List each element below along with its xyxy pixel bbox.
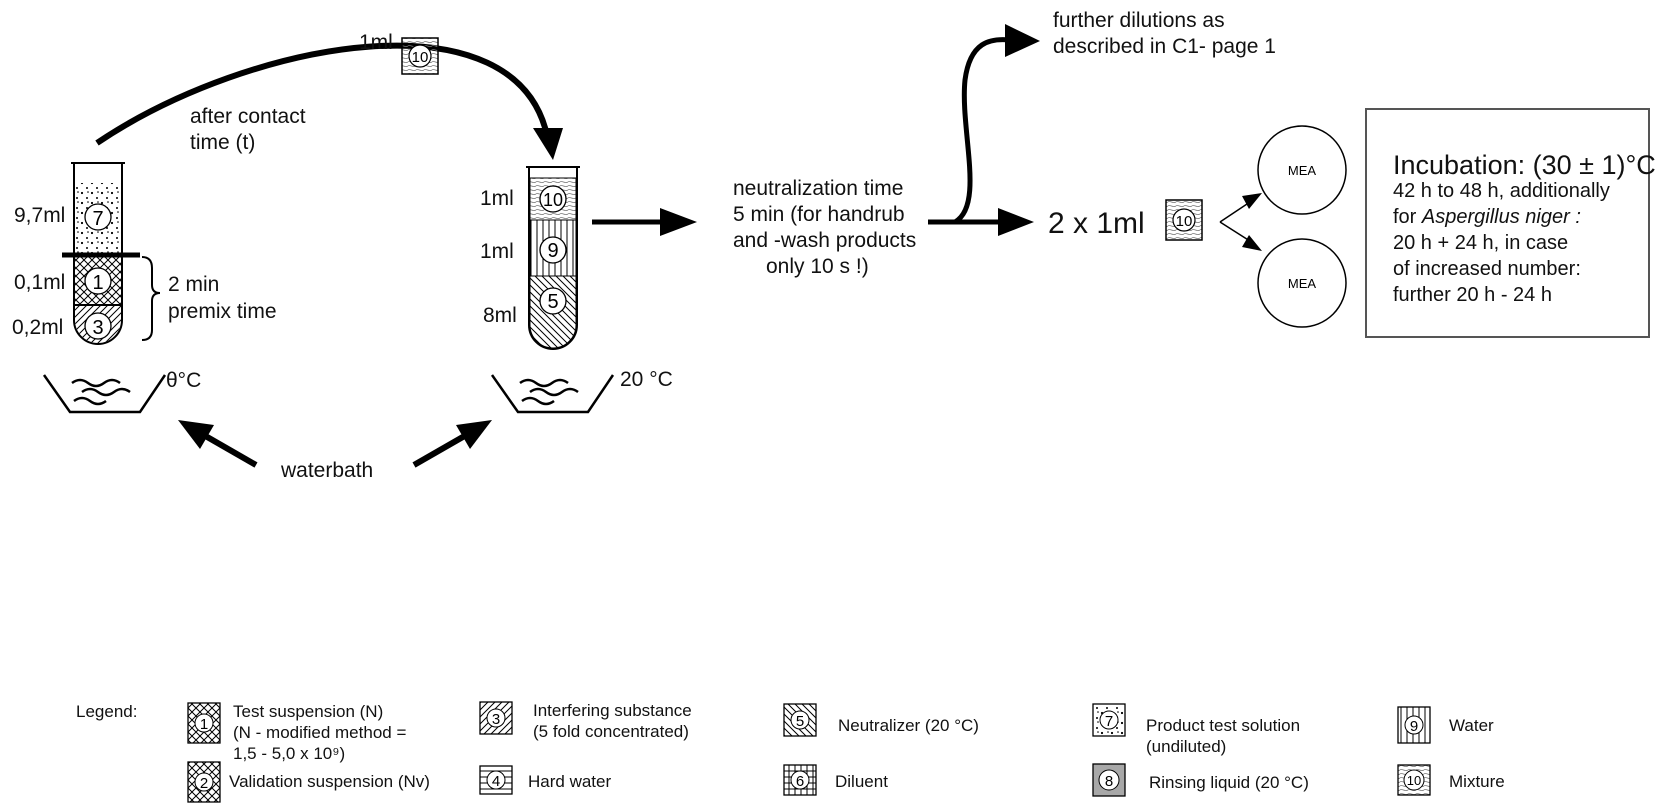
svg-text:1: 1 xyxy=(92,272,103,294)
arrow-to-plating xyxy=(928,208,1034,236)
neutralization-line-1: neutralization time xyxy=(733,177,904,200)
svg-text:10: 10 xyxy=(1407,773,1421,788)
middle-volume-2: 1ml xyxy=(480,240,514,263)
left-waterbath xyxy=(42,374,167,414)
svg-text:7: 7 xyxy=(92,208,103,230)
legend-7-line-2: (undiluted) xyxy=(1146,737,1227,756)
further-dilutions-line-2: described in C1- page 1 xyxy=(1053,35,1276,58)
left-volume-1: 9,7ml xyxy=(14,204,66,227)
middle-tube-item-10: 10 xyxy=(539,185,567,213)
svg-text:5: 5 xyxy=(796,713,804,730)
legend-3-line-1: Interfering substance xyxy=(533,701,692,720)
mixture-symbol-top: 10 xyxy=(401,37,439,75)
legend-6-line-1: Diluent xyxy=(835,772,888,791)
mea-label-2: MEA xyxy=(1288,276,1317,291)
left-volume-2: 0,1ml xyxy=(14,271,66,294)
svg-text:7: 7 xyxy=(1105,713,1113,730)
left-tube-item-3: 3 xyxy=(84,312,112,340)
legend-9-line-1: Water xyxy=(1449,716,1494,735)
legend-1-line-1: Test suspension (N) xyxy=(233,702,384,721)
legend-4-line-1: Hard water xyxy=(528,772,612,791)
incubation-line-1: Incubation: (30 ± 1)°C xyxy=(1393,150,1656,180)
middle-tube-item-5: 5 xyxy=(539,287,567,315)
legend-1-line-3: 1,5 - 5,0 x 10⁹) xyxy=(233,744,346,763)
left-temperature: θ°C xyxy=(166,369,202,392)
legend-10-line-1: Mixture xyxy=(1449,772,1505,791)
legend-symbol-9: 9 xyxy=(1397,706,1431,744)
legend-symbol-8: 8 xyxy=(1092,763,1126,797)
left-tube-item-7: 7 xyxy=(84,203,112,231)
legend-1-line-2: (N - modified method = xyxy=(233,723,407,742)
legend-symbol-5: 5 xyxy=(783,703,817,737)
incubation-line-2: 42 h to 48 h, additionally xyxy=(1393,180,1610,202)
legend-8-line-1: Rinsing liquid (20 °C) xyxy=(1149,773,1309,792)
legend-5-line-1: Neutralizer (20 °C) xyxy=(838,716,979,735)
waterbath-arrows xyxy=(178,420,492,468)
legend-symbol-3: 3 xyxy=(479,701,513,735)
incubation-line-4: 20 h + 24 h, in case xyxy=(1393,232,1569,254)
plating-text: 2 x 1ml xyxy=(1048,207,1145,240)
middle-tube-item-9: 9 xyxy=(539,236,567,264)
legend-symbol-10: 10 xyxy=(1397,764,1431,796)
legend-3-line-2: (5 fold concentrated) xyxy=(533,722,689,741)
mea-label-1: MEA xyxy=(1288,163,1317,178)
middle-volume-1: 1ml xyxy=(480,187,514,210)
waterbath-label: waterbath xyxy=(281,459,374,482)
middle-volume-3: 8ml xyxy=(483,304,517,327)
legend-symbol-2: 2 xyxy=(187,761,221,803)
svg-text:1: 1 xyxy=(200,716,208,733)
arrow-to-neutralization xyxy=(592,208,697,236)
svg-text:5: 5 xyxy=(547,291,558,313)
legend-title: Legend: xyxy=(76,702,138,721)
svg-text:10: 10 xyxy=(1176,213,1193,230)
svg-text:10: 10 xyxy=(543,190,563,210)
plating-arrows xyxy=(1219,193,1262,251)
incubation-line-6: further 20 h - 24 h xyxy=(1393,284,1552,306)
left-tube xyxy=(62,162,161,345)
top-volume-label: 1ml xyxy=(359,31,393,54)
legend-7-line-1: Product test solution xyxy=(1146,716,1301,735)
svg-text:9: 9 xyxy=(547,240,558,262)
svg-text:2: 2 xyxy=(200,775,208,792)
svg-text:10: 10 xyxy=(412,49,429,66)
contact-caption-line-1: after contact xyxy=(190,105,306,128)
neutralization-line-3: and -wash products xyxy=(733,229,917,252)
organism-name: Aspergillus niger : xyxy=(1421,206,1581,228)
arrow-to-further-dilutions xyxy=(953,24,1040,225)
mixture-symbol-plating: 10 xyxy=(1165,199,1203,241)
left-volume-3: 0,2ml xyxy=(12,316,64,339)
svg-text:9: 9 xyxy=(1410,718,1418,735)
legend-symbol-4: 4 xyxy=(479,765,513,795)
svg-text:6: 6 xyxy=(796,773,804,790)
legend-symbol-7: 7 xyxy=(1092,703,1126,737)
incubation-line-5: of increased number: xyxy=(1393,258,1581,280)
transfer-arrow xyxy=(95,42,563,160)
mea-plate-2 xyxy=(1257,238,1347,328)
neutralization-line-4: only 10 s !) xyxy=(766,255,869,278)
middle-temperature: 20 °C xyxy=(620,368,673,391)
middle-waterbath xyxy=(490,374,615,414)
incubation-line-3: for Aspergillus niger : xyxy=(1393,206,1581,228)
neutralization-line-2: 5 min (for handrub xyxy=(733,203,905,226)
contact-caption-line-2: time (t) xyxy=(190,131,256,154)
svg-text:3: 3 xyxy=(492,711,500,728)
legend-symbol-6: 6 xyxy=(783,764,817,796)
premix-line-2: premix time xyxy=(168,300,277,323)
svg-text:3: 3 xyxy=(92,317,103,339)
left-tube-item-1: 1 xyxy=(84,267,112,295)
legend-2-line-1: Validation suspension (Nv) xyxy=(229,772,430,791)
premix-line-1: 2 min xyxy=(168,273,220,296)
incubation-box: Incubation: (30 ± 1)°C 42 h to 48 h, add… xyxy=(1365,108,1656,338)
further-dilutions-line-1: further dilutions as xyxy=(1053,9,1225,32)
svg-text:4: 4 xyxy=(492,773,500,790)
mea-plate-1 xyxy=(1257,125,1347,215)
svg-text:8: 8 xyxy=(1105,773,1113,790)
legend-symbol-1: 1 xyxy=(187,702,221,744)
